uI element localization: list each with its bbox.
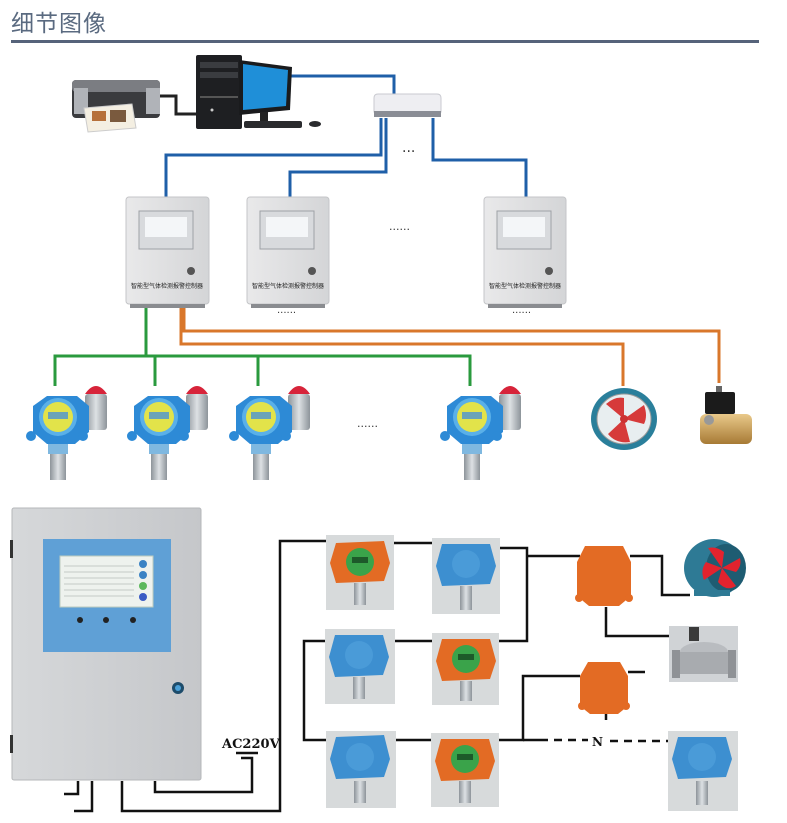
controller-unit: 智能型气体检测报警控制器 ...... — [246, 196, 330, 316]
orange-detector-icon — [326, 535, 394, 610]
blue-detector-icon — [432, 538, 500, 614]
router-ellipsis: ... — [402, 140, 415, 156]
main-controller-cabinet — [10, 507, 202, 781]
relay-box-icon — [575, 546, 633, 606]
printer-icon — [72, 80, 160, 133]
ports-ellipsis: ...... — [512, 305, 531, 316]
solenoid-valve-icon — [700, 386, 752, 444]
relay-box-icon — [578, 662, 630, 714]
gas-detector-icon — [229, 386, 310, 480]
controller-unit: 智能型气体检测报警控制器 ...... — [483, 196, 567, 316]
power-wires — [64, 539, 330, 813]
title-divider — [11, 40, 759, 43]
ports-ellipsis: ...... — [277, 305, 296, 316]
axial-fan-icon — [591, 388, 657, 450]
detectors-ellipsis: ...... — [357, 417, 378, 430]
blue-detector-icon — [325, 629, 395, 704]
controller-label: 智能型气体检测报警控制器 — [489, 282, 561, 290]
gas-valve-icon — [669, 626, 738, 682]
controller-unit: 智能型气体检测报警控制器 — [125, 196, 210, 308]
gas-detector-icon — [127, 386, 208, 480]
power-label: AC220V — [221, 737, 281, 752]
gas-detector-icon — [440, 386, 521, 480]
orange-detector-icon — [432, 633, 499, 705]
relay-wires — [179, 308, 721, 386]
controller-label: 智能型气体检测报警控制器 — [252, 282, 324, 290]
network-switch-icon — [373, 93, 442, 117]
signal-wires — [53, 308, 472, 386]
axial-fan-icon — [684, 539, 746, 597]
chain-label: N — [592, 735, 603, 749]
chain-dashed-wire — [540, 738, 675, 743]
computer-tower-icon — [196, 55, 242, 129]
blue-detector-icon — [668, 731, 738, 811]
network-wires — [164, 74, 528, 197]
orange-detector-icon — [431, 733, 499, 807]
printer-cable — [160, 94, 196, 116]
gas-detector-icon — [26, 386, 107, 480]
controller-label: 智能型气体检测报警控制器 — [131, 282, 203, 290]
page-title: 细节图像 — [11, 11, 107, 37]
monitor-icon — [239, 60, 321, 128]
controllers-ellipsis: ...... — [389, 220, 410, 233]
bus-wires — [302, 541, 690, 742]
blue-detector-icon — [326, 731, 396, 808]
